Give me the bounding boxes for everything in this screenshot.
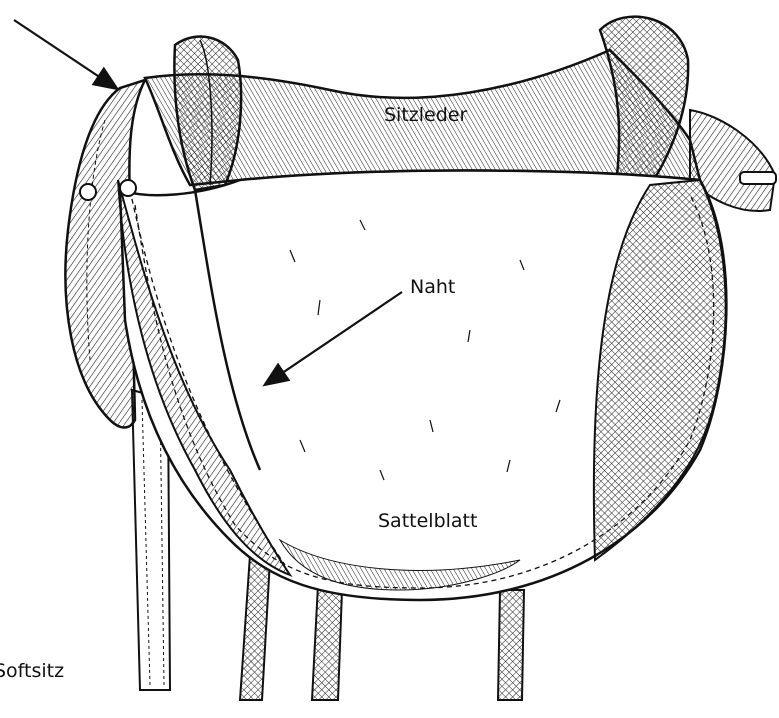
label-seat-leather: Sitzleder: [384, 106, 467, 125]
label-seam: Naht: [410, 278, 455, 297]
label-saddle-flap: Sattelblatt: [378, 512, 477, 531]
label-soft-seat: Softsitz: [0, 662, 64, 681]
saddle-flap: [80, 171, 726, 600]
arrow-softsitz: [14, 20, 116, 88]
